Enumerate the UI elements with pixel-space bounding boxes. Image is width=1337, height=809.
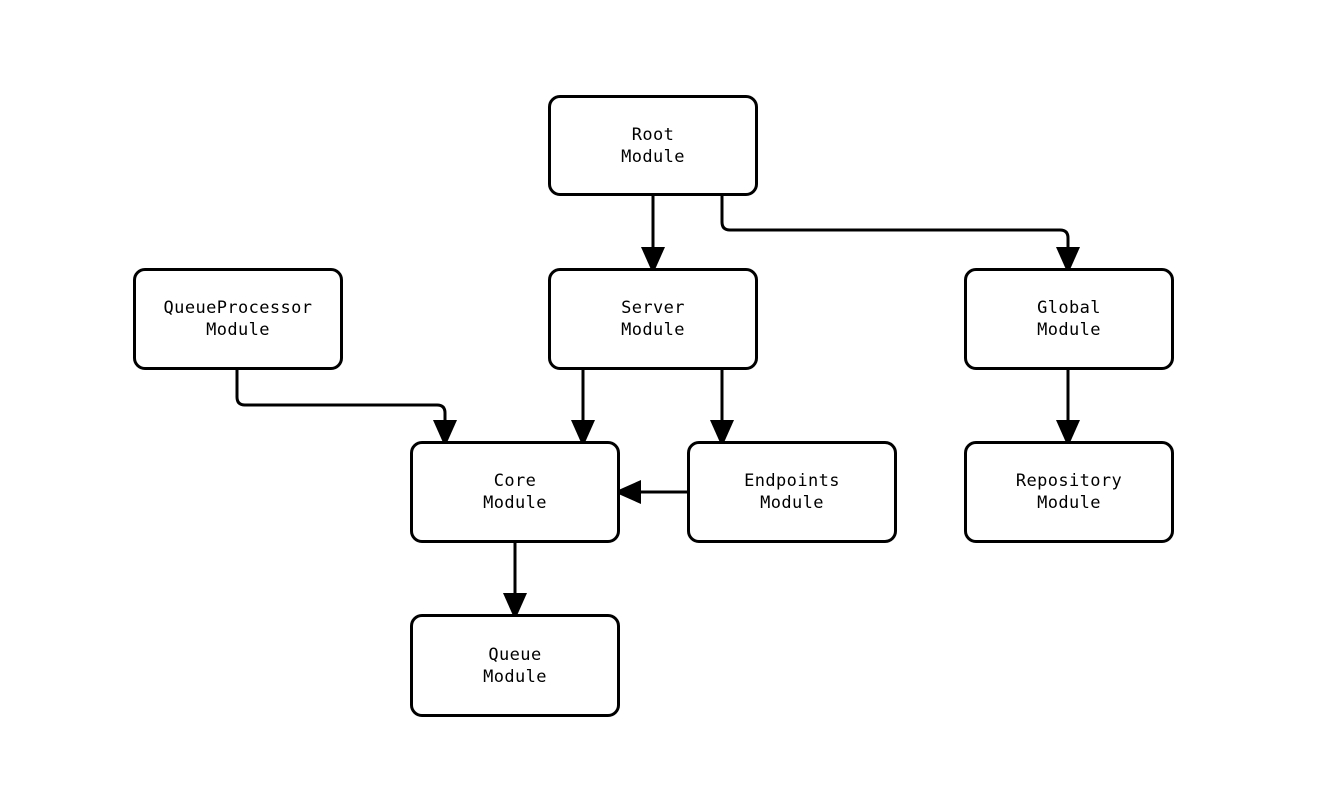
node-label-name: Queue [488, 644, 542, 665]
node-label-suffix: Module [483, 666, 547, 687]
edge-paths [235, 196, 1080, 620]
node-label-name: Endpoints [744, 471, 840, 491]
node-label-name: Global [1037, 298, 1101, 318]
node-label-suffix: Module [1037, 320, 1101, 340]
node-label-suffix: Module [1037, 493, 1101, 513]
edge-queueprocessor-to-core [235, 370, 457, 447]
edge-root-to-global [720, 196, 1080, 274]
node-label-name: Root [631, 124, 675, 145]
node-label-suffix: Module [206, 320, 270, 340]
node-label-suffix: Module [760, 493, 824, 513]
node-label-name: QueueProcessor [163, 298, 313, 318]
node-label-suffix: Module [483, 493, 547, 513]
node-label-suffix: Module [621, 320, 685, 340]
node-label-name: Server [621, 298, 685, 318]
node-label-name: Repository [1015, 471, 1123, 491]
node-label-suffix: Module [621, 146, 685, 167]
node-label-name: Core [493, 471, 537, 491]
